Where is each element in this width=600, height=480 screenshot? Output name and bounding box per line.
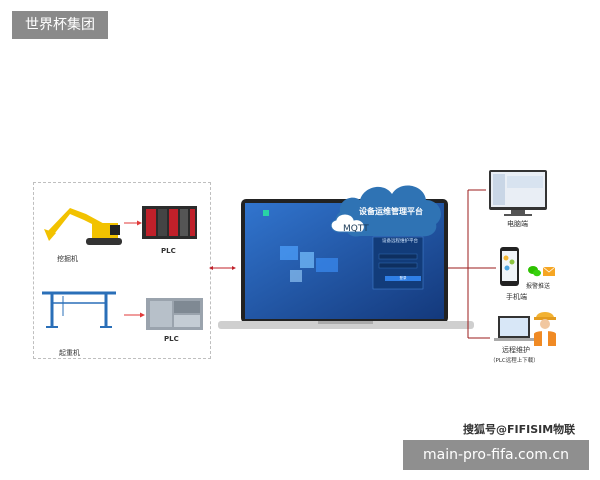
excavator-icon bbox=[44, 208, 122, 245]
mqtt-label: MQTT bbox=[343, 224, 369, 234]
login-button[interactable]: 登录 bbox=[385, 276, 421, 281]
plc-icon bbox=[142, 206, 197, 239]
arrow-to-plc-2 bbox=[124, 312, 145, 318]
remote-label: 远程维护 bbox=[502, 346, 530, 354]
wechat-icon bbox=[528, 266, 541, 277]
watermark: 搜狐号@FIFISIM物联 bbox=[463, 423, 576, 436]
remote-sub-label: （PLC远程上下载） bbox=[490, 358, 539, 364]
mobile-label: 手机端 bbox=[506, 293, 527, 301]
plc-icon bbox=[146, 298, 203, 330]
bidirectional-arrow bbox=[209, 266, 236, 270]
phone-icon bbox=[500, 247, 519, 286]
arrow-to-plc-1 bbox=[124, 220, 142, 226]
crane-icon bbox=[42, 291, 116, 328]
computer-label: 电脑端 bbox=[507, 220, 528, 228]
monitor-icon bbox=[489, 170, 547, 216]
cloud-icon bbox=[330, 185, 441, 237]
equipment-group-box bbox=[33, 182, 211, 359]
laptop-icon bbox=[494, 316, 534, 341]
brand-badge: 世界杯集团 bbox=[12, 11, 108, 39]
alarm-label: 报警推送 bbox=[526, 283, 551, 290]
domain-badge: main-pro-fifa.com.cn bbox=[403, 440, 589, 470]
right-connector bbox=[448, 189, 496, 339]
screen-login-title: 设备远程维护平台 bbox=[382, 239, 418, 244]
cloud-platform-label: 设备运维管理平台 bbox=[359, 207, 423, 216]
mail-icon bbox=[542, 266, 556, 276]
plc-label-2: PLC bbox=[164, 335, 179, 343]
crane-label: 起重机 bbox=[59, 349, 80, 357]
worker-icon bbox=[534, 312, 556, 346]
excavator-label: 挖掘机 bbox=[57, 255, 78, 263]
plc-label-1: PLC bbox=[161, 247, 176, 255]
